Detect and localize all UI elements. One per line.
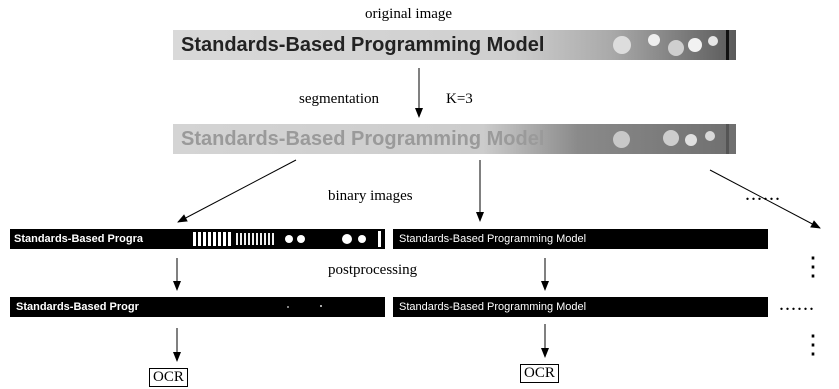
bokeh-dot [613,131,630,148]
binary-images-label: binary images [328,188,413,204]
bokeh-dot [705,131,715,141]
binary-right-text: Standards-Based Programming Model [399,233,587,245]
noise-block [236,233,276,245]
bokeh-dot [297,235,305,243]
ellipsis-top-right: ...... [745,183,781,205]
bokeh-dot [613,36,631,54]
segmented-image: Standards-Based Programming Model [173,124,736,154]
arrow-segmented-to-binary-left [177,159,297,223]
ocr-box-right: OCR [520,364,559,383]
postprocessed-image-left: Standards-Based Progr [10,297,385,317]
original-image: Standards-Based Programming Model [173,30,736,60]
bokeh-dot [342,234,352,244]
k-label: K=3 [446,91,473,107]
segmented-image-text: Standards-Based Programming Model [181,127,545,150]
vertical-ellipsis-lower: ⋮ [800,330,826,359]
segmentation-label: segmentation [299,91,379,107]
bokeh-dot [708,36,718,46]
postprocessed-image-right: Standards-Based Programming Model [393,297,768,317]
postprocessing-label: postprocessing [328,262,418,278]
bokeh-dot [663,130,679,146]
bokeh-dot [688,38,702,52]
noise-speck [320,305,322,307]
banner-edge [378,231,381,247]
post-right-text: Standards-Based Programming Model [399,301,587,313]
bokeh-dot [648,34,660,46]
bokeh-dot [285,235,293,243]
arrow-segmented-to-more [709,169,821,229]
noise-block [193,232,233,246]
vertical-ellipsis-upper: ⋮ [800,252,826,281]
original-image-text: Standards-Based Programming Model [181,33,545,56]
ellipsis-middle-right: ...... [779,293,815,315]
bokeh-dot [668,40,684,56]
banner-edge [726,124,729,154]
noise-speck [287,306,289,308]
binary-image-right: Standards-Based Programming Model [393,229,768,249]
bokeh-dot [358,235,366,243]
banner-edge [726,30,729,60]
binary-image-left: Standards-Based Progra [10,229,385,249]
post-left-text: Standards-Based Progr [16,301,139,313]
original-image-label: original image [365,6,453,22]
bokeh-dot [685,134,697,146]
ocr-box-left: OCR [149,368,188,387]
binary-left-text: Standards-Based Progra [14,233,143,245]
